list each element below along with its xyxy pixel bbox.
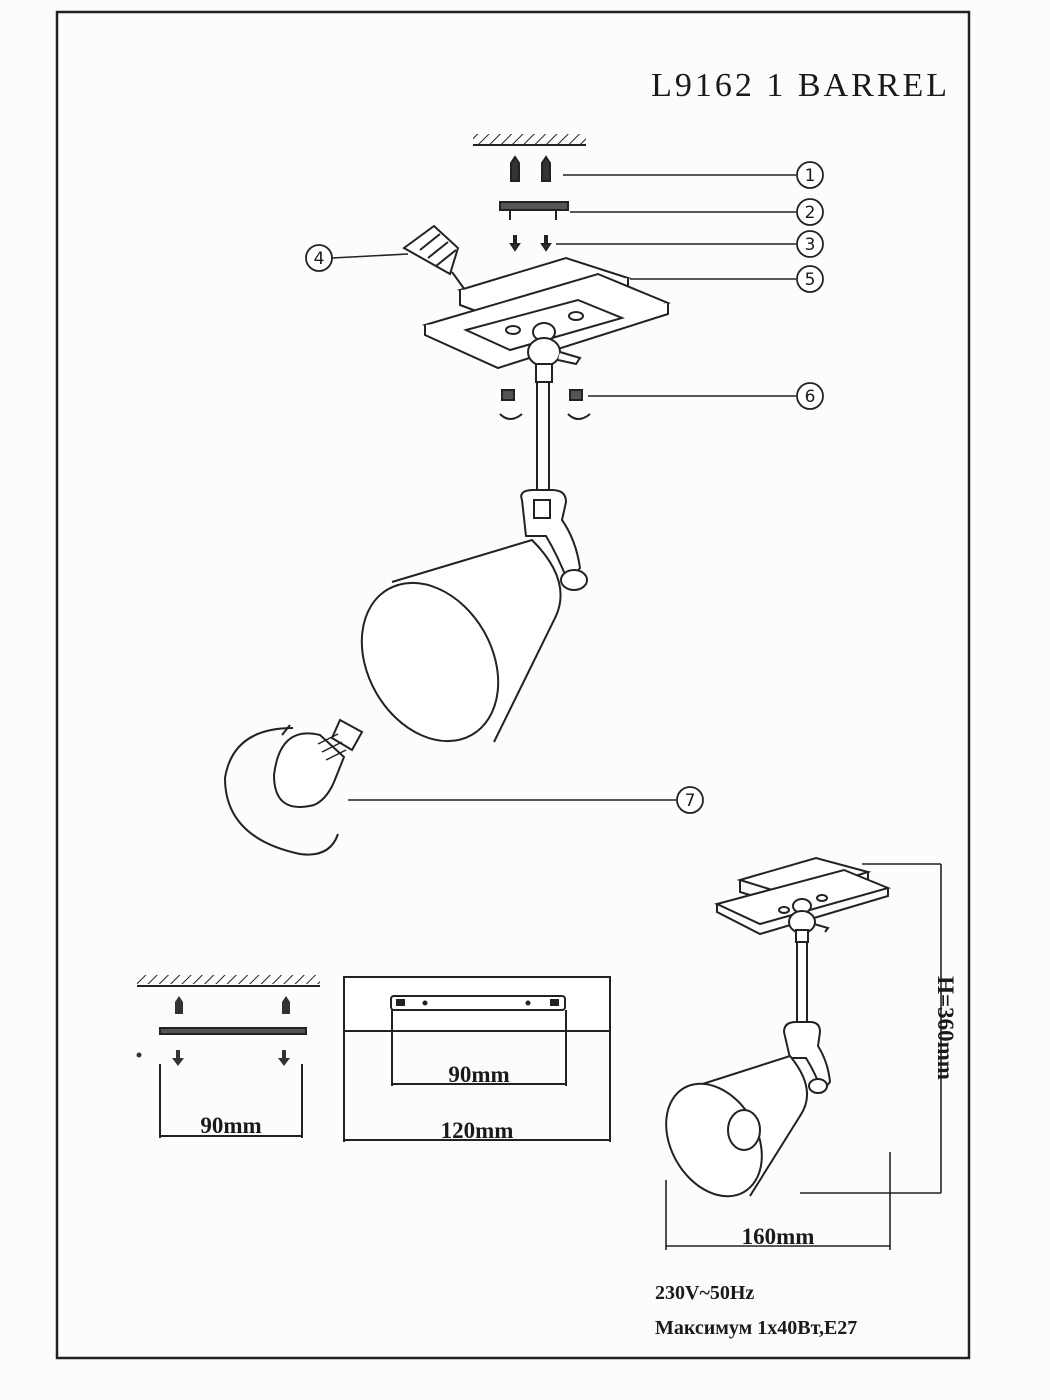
plate-hole-spacing-label: 90mm [448, 1062, 509, 1087]
stem-rod [536, 382, 550, 492]
wall-plug-pair [510, 155, 551, 182]
svg-text:1: 1 [805, 166, 816, 186]
callout-2: 2 [796, 198, 824, 226]
fixture-height-label: H=360mm [933, 976, 958, 1080]
fixture-width-label: 160mm [742, 1224, 815, 1249]
stem-joint [527, 322, 582, 383]
svg-text:5: 5 [805, 270, 816, 290]
sheet-border [55, 10, 971, 1360]
mounting-bracket [499, 201, 569, 220]
callout-1: 1 [796, 161, 824, 189]
lamp-yoke [520, 489, 588, 591]
svg-text:4: 4 [314, 249, 325, 269]
svg-text:7: 7 [685, 791, 696, 811]
svg-text:3: 3 [805, 235, 816, 255]
fixture-dimension-diagram [665, 856, 942, 1250]
light-bulb [223, 718, 364, 856]
terminal-block [402, 224, 466, 291]
ceiling-hatch [473, 134, 586, 146]
callout-5: 5 [796, 265, 824, 293]
callout-4: 4 [305, 244, 333, 272]
voltage-spec: 230V~50Hz [655, 1282, 754, 1304]
bracket-hole-spacing-label: 90mm [200, 1113, 261, 1138]
bracket-dimension-diagram [136, 975, 320, 1138]
lamp-shade [360, 538, 562, 743]
callout-6: 6 [796, 382, 824, 410]
callout-7: 7 [676, 786, 704, 814]
screw-pair [509, 235, 552, 252]
callout-3: 3 [796, 230, 824, 258]
plate-dimension-diagram [343, 976, 611, 1142]
model-title: L9162 1 BARREL [651, 67, 950, 104]
svg-text:6: 6 [805, 387, 816, 407]
svg-text:2: 2 [805, 203, 816, 223]
exploded-assembly [223, 134, 671, 856]
max-power-spec: Максимум 1x40Вт,E27 [655, 1317, 857, 1339]
callouts [331, 174, 796, 801]
plate-width-label: 120mm [441, 1118, 514, 1143]
nut-pair [499, 389, 591, 420]
